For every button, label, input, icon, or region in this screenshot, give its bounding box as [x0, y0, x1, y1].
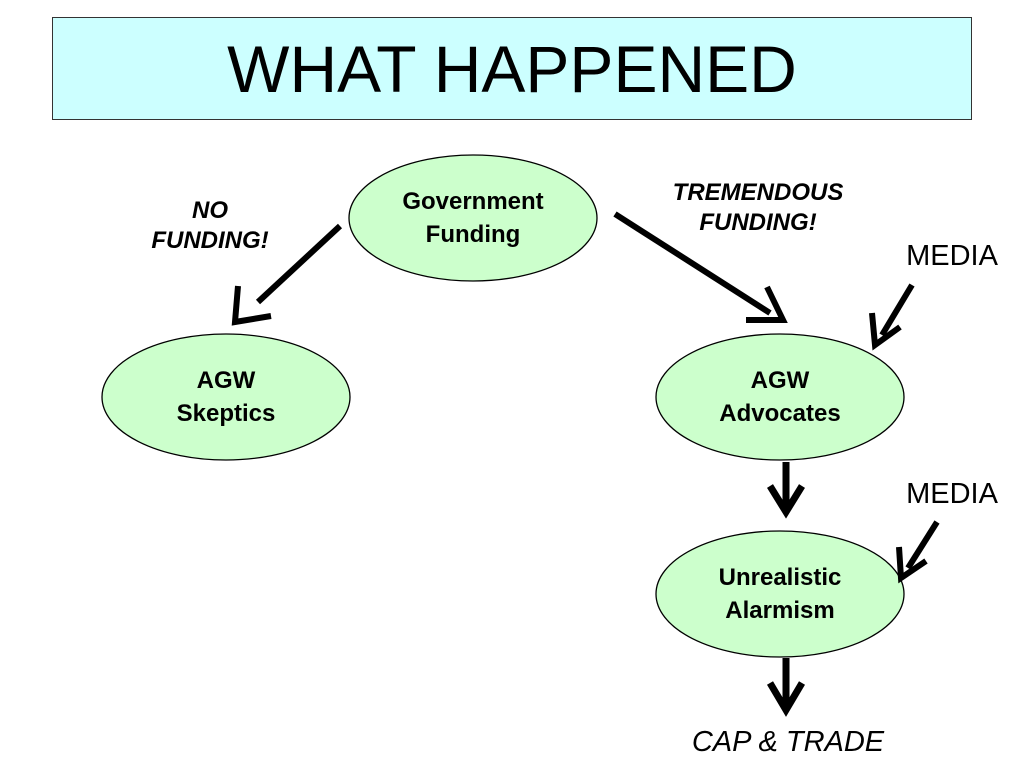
- arrow-to-advocates: [613, 211, 788, 323]
- annotation-line: FUNDING!: [151, 227, 269, 254]
- node-text: Skeptics: [176, 400, 276, 427]
- node-agw-advocates: [655, 333, 905, 461]
- node-agw-skeptics: [101, 333, 351, 461]
- node-government-funding: [348, 154, 598, 282]
- annotation-cap-and-trade: CAP & TRADE: [691, 726, 885, 758]
- node-text: Funding: [425, 221, 521, 248]
- annotation-no-funding: NO FUNDING!: [130, 196, 290, 256]
- annotation-media-2: MEDIA: [906, 478, 998, 510]
- node-text: Government: [402, 188, 544, 215]
- annotation-tremendous-funding: TREMENDOUS FUNDING!: [638, 178, 878, 238]
- node-text: Unrealistic: [718, 564, 842, 591]
- arrow-to-skeptics: [231, 223, 343, 326]
- arrow-to-alarmism: [767, 462, 805, 519]
- annotation-line: TREMENDOUS: [672, 179, 844, 206]
- arrow-media-to-alarmism: [896, 520, 940, 584]
- arrow-to-cap-and-trade: [766, 658, 806, 717]
- node-label-agw-skeptics: AGW Skeptics: [102, 334, 350, 460]
- node-label-agw-advocates: AGW Advocates: [656, 334, 904, 460]
- node-label-government-funding: Government Funding: [349, 155, 597, 281]
- annotation-line: FUNDING!: [699, 209, 817, 236]
- node-text: AGW: [196, 367, 256, 394]
- annotation-media-1: MEDIA: [906, 240, 998, 272]
- node-unrealistic-alarmism: [655, 530, 905, 658]
- node-text: AGW: [750, 367, 810, 394]
- node-text: Advocates: [719, 400, 841, 427]
- page-title: WHAT HAPPENED: [227, 31, 797, 106]
- annotation-line: NO: [192, 197, 228, 224]
- title-banner: WHAT HAPPENED: [52, 17, 972, 120]
- node-text: Alarmism: [725, 597, 835, 624]
- arrow-media-to-advocates: [869, 283, 915, 351]
- node-label-unrealistic-alarmism: Unrealistic Alarmism: [656, 531, 904, 657]
